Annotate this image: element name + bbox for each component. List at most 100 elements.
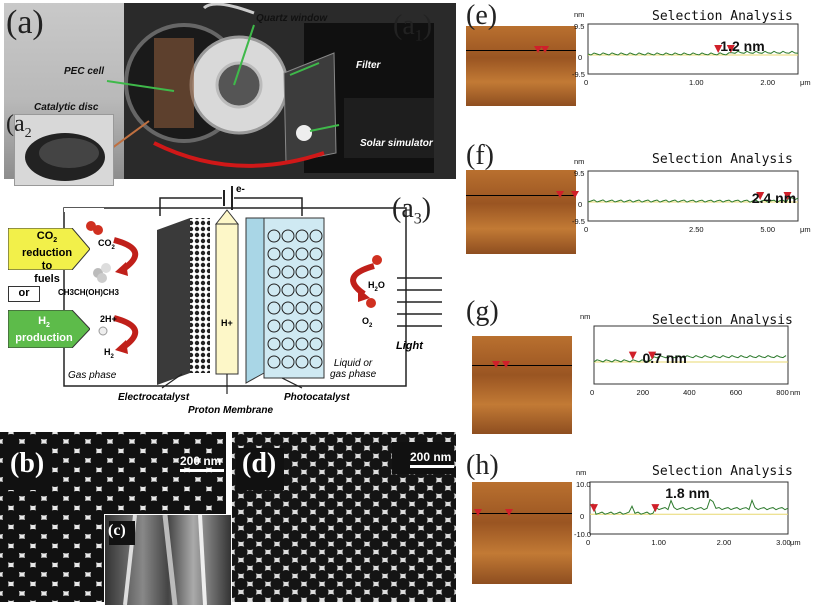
afm-title-g: Selection Analysis	[652, 313, 793, 328]
scale-bar-d: 200 nm	[410, 450, 454, 468]
afm-x-tick: 0	[590, 388, 595, 397]
afm-x-tick: 0	[584, 225, 589, 234]
panel-label-a2-text: (a	[6, 111, 25, 137]
afm-image-marker	[492, 361, 500, 369]
photocatalyst-label: Photocatalyst	[284, 392, 350, 403]
filter-label: Filter	[356, 60, 381, 71]
electron-label: e-	[236, 184, 245, 195]
afm-y-unit: nm	[580, 312, 591, 321]
h2-box-line2: production	[15, 332, 73, 345]
afm-x-unit: μm	[790, 538, 801, 547]
pec-setup-photo: Quartz window PEC cell Filter Solar simu…	[4, 3, 456, 179]
afm-image-g	[472, 336, 572, 434]
afm-scan-line	[466, 195, 576, 197]
panel-label-a2-sub: 2	[24, 125, 32, 141]
scale-bar-b: 200 nm	[180, 454, 224, 472]
afm-title-f: Selection Analysis	[652, 152, 793, 167]
afm-x-tick: 2.00	[716, 538, 732, 547]
afm-y-top: 9.5	[574, 169, 585, 178]
panel-label-a: (a)	[6, 4, 44, 41]
co2-mol-sub: 2	[111, 244, 115, 251]
afm-x-tick: 400	[683, 388, 696, 397]
afm-image-marker	[570, 191, 579, 199]
liquid-line1: Liquid or	[333, 358, 373, 369]
quartz-window-label: Quartz window	[256, 13, 328, 24]
panel-label-c: (c)	[108, 522, 126, 539]
afm-y-bottom: -10.0	[574, 530, 592, 539]
pec-cell-label: PEC cell	[64, 66, 105, 77]
co2-box-sub: 2	[53, 237, 58, 245]
afm-image-marker	[540, 46, 549, 53]
co2-mol-text: CO	[98, 238, 112, 248]
co2-box-line1: CO	[36, 230, 54, 242]
panel-label-d: (d)	[242, 448, 277, 479]
afm-x-tick: 600	[729, 388, 743, 397]
sem-inset-c	[104, 514, 232, 606]
afm-title-h: Selection Analysis	[652, 464, 793, 479]
afm-height-profile	[587, 197, 799, 203]
panel-label-e: (e)	[466, 0, 498, 31]
afm-profile-e	[587, 23, 799, 75]
catalytic-disc-inset	[14, 114, 114, 186]
afm-plot-frame	[587, 170, 799, 222]
afm-y-bottom: -9.5	[572, 70, 585, 79]
afm-profile-f	[587, 170, 799, 222]
afm-step-height-f: 2.4 nm	[751, 190, 797, 206]
afm-y-top: 9.5	[574, 22, 585, 31]
h2-box-text: H2 production	[14, 315, 74, 345]
proton-membrane-label: Proton Membrane	[188, 405, 274, 416]
afm-x-tick: 1.00	[651, 538, 666, 547]
disc-drawing	[25, 133, 105, 181]
pec-setup-drawing	[88, 3, 456, 179]
liquid-phase-label: Liquid or gas phase	[330, 358, 376, 380]
electrocatalyst-label: Electrocatalyst	[118, 392, 190, 403]
afm-image-marker	[556, 191, 565, 199]
co2-box-line3: fuels	[34, 273, 60, 286]
sem-image-d	[232, 432, 456, 602]
afm-marker	[651, 504, 660, 513]
panel-label-a1: (a1)	[393, 10, 433, 45]
afm-x-unit: μm	[800, 78, 811, 87]
afm-x-tick: 5.00	[760, 225, 775, 234]
afm-y-mid: 0	[580, 512, 585, 522]
afm-step-height-h: 1.8 nm	[665, 485, 710, 501]
afm-marker	[648, 351, 657, 360]
afm-image-f	[466, 170, 579, 254]
afm-image-marker	[534, 46, 543, 53]
panel-label-a1-text: (a	[393, 10, 415, 41]
afm-x-unit: μm	[800, 225, 811, 234]
h2-mol-sub: 2	[110, 353, 114, 360]
afm-x-tick: 2.50	[689, 225, 704, 234]
afm-y-unit: nm	[574, 10, 585, 19]
co2-box-text: CO2 reduction to fuels	[18, 230, 76, 286]
h2o-label: H2O	[368, 280, 385, 293]
h2-box-shape	[8, 310, 90, 348]
panel-label-a3: (a3)	[392, 193, 432, 228]
afm-scan-line	[472, 365, 572, 367]
h2o-h: H	[368, 280, 375, 290]
scale-bar-b-line	[180, 469, 224, 472]
or-box: or	[8, 286, 40, 302]
afm-title-e: Selection Analysis	[652, 9, 793, 24]
co2-box-shape	[8, 228, 90, 270]
h2-box-sub: 2	[46, 322, 50, 330]
liquid-line2: gas phase	[330, 369, 377, 380]
afm-y-bottom: -9.5	[572, 217, 585, 226]
afm-x-tick: 0	[586, 538, 591, 547]
afm-image-marker	[502, 361, 510, 369]
h-plus-label: H+	[221, 318, 233, 328]
afm-marker	[714, 45, 723, 53]
afm-image-e	[466, 26, 576, 106]
afm-y-top: 10.0	[576, 480, 591, 489]
afm-marker	[726, 45, 735, 53]
light-label: Light	[396, 340, 423, 352]
sem-inset-drawing	[109, 514, 207, 606]
afm-marker	[589, 504, 598, 513]
alcohol-label: CH3CH(OH)CH3	[58, 288, 119, 297]
afm-image-h	[472, 482, 572, 584]
panel-label-a3-sub: 3	[413, 210, 422, 228]
panel-label-g: (g)	[466, 296, 499, 327]
afm-scan-line	[466, 50, 576, 51]
afm-x-tick: 3.00	[776, 538, 791, 547]
afm-step-height-e: 1.2 nm	[720, 38, 765, 54]
